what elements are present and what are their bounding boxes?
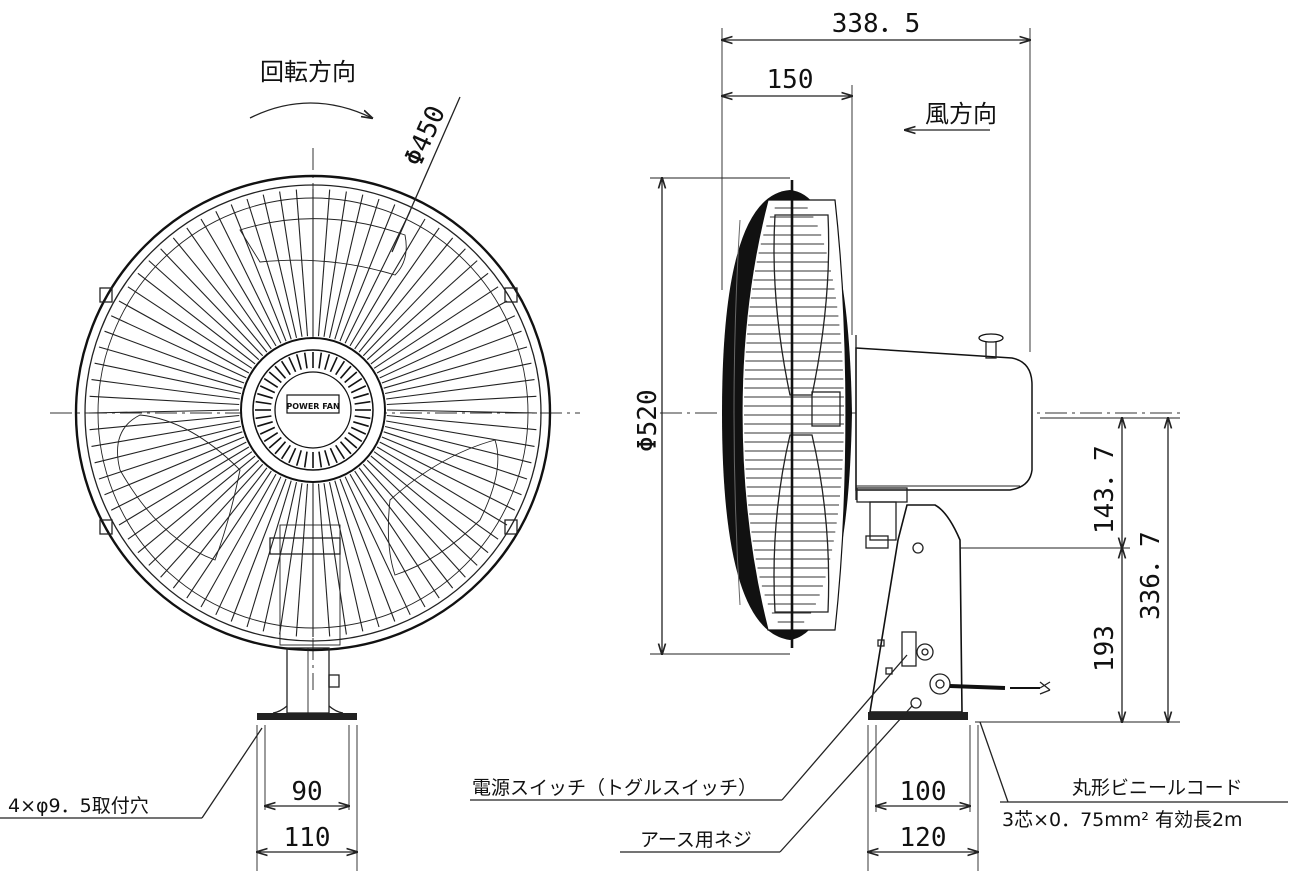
front-guard-outer-ring [74,174,552,652]
front-base-inner-width: 90 [291,777,322,807]
guard-depth-dim: 150 [767,65,814,95]
front-view: POWER FAN 回転方向 Φ450 90 110 4 [0,58,580,871]
ground-screw [910,697,922,709]
wind-direction-label: 風方向 [925,100,997,128]
rotation-direction-label: 回転方向 [260,58,356,86]
side-guard-diameter: Φ520 [633,389,663,452]
height-lower-dim: 193 [1090,625,1120,672]
front-guard-spokes [88,189,538,637]
front-base-plate [257,713,357,720]
side-base-outer-width: 120 [900,823,947,853]
power-cord [949,684,1006,690]
front-guard-diameter: Φ450 [399,101,452,170]
mounting-holes-note: 4×φ9．5取付穴 [8,795,149,817]
height-total-dim: 336．7 [1136,531,1166,620]
overall-depth-dim: 338．5 [832,9,921,39]
cord-spec-note: 3芯×0．75mm² 有効長2m [1002,809,1243,831]
ground-screw-note: アース用ネジ [640,829,752,851]
side-base-plate [868,712,968,720]
hub-vent-ring [255,352,371,468]
hub-badge: POWER FAN [286,402,339,411]
side-base-inner-width: 100 [900,777,947,807]
cord-name-note: 丸形ビニールコード [1072,777,1243,799]
toggle-switch [901,631,917,667]
front-base-outer-width: 110 [284,823,331,853]
side-view: 風方向 338．5 150 Φ520 143．7 193 336．7 100 1… [470,9,1288,871]
motor-housing [855,347,1033,491]
height-upper-dim: 143．7 [1090,445,1120,534]
power-switch-note: 電源スイッチ（トグルスイッチ） [472,777,757,799]
